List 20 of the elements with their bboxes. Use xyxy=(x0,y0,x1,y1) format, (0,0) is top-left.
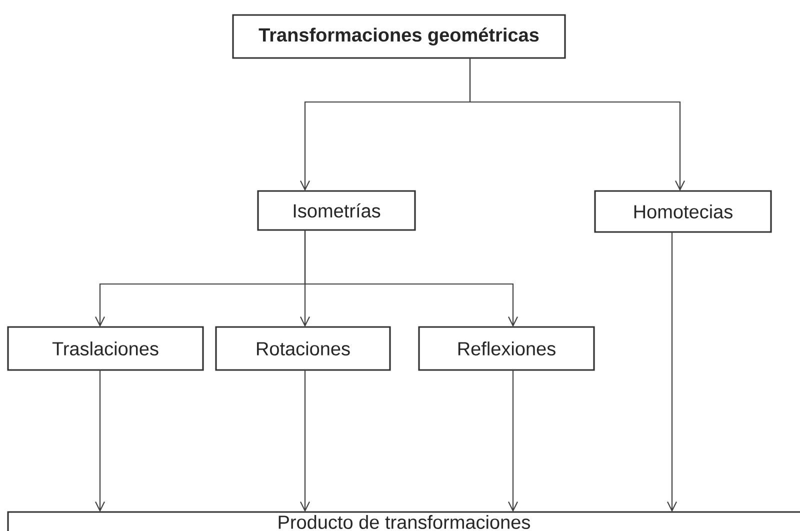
box-label: Traslaciones xyxy=(52,342,158,356)
arrow xyxy=(304,230,518,327)
box xyxy=(215,326,391,371)
arrow xyxy=(508,370,518,512)
arrow xyxy=(300,370,310,512)
box xyxy=(232,14,566,59)
box xyxy=(7,326,204,371)
arrow xyxy=(667,232,677,512)
box xyxy=(257,190,416,231)
box-label: Isometrías xyxy=(294,203,380,218)
box-label: Transformaciones geométricas xyxy=(258,28,539,46)
box-label: Rotaciones xyxy=(257,342,350,356)
arrow xyxy=(95,370,105,512)
box-label: Reflexiones xyxy=(458,342,556,356)
box-label: Homotecias xyxy=(634,204,732,218)
box xyxy=(418,326,595,371)
box xyxy=(594,190,772,233)
box-label: Producto de transformaciones xyxy=(278,515,530,529)
box xyxy=(7,511,800,531)
arrow xyxy=(469,58,685,191)
